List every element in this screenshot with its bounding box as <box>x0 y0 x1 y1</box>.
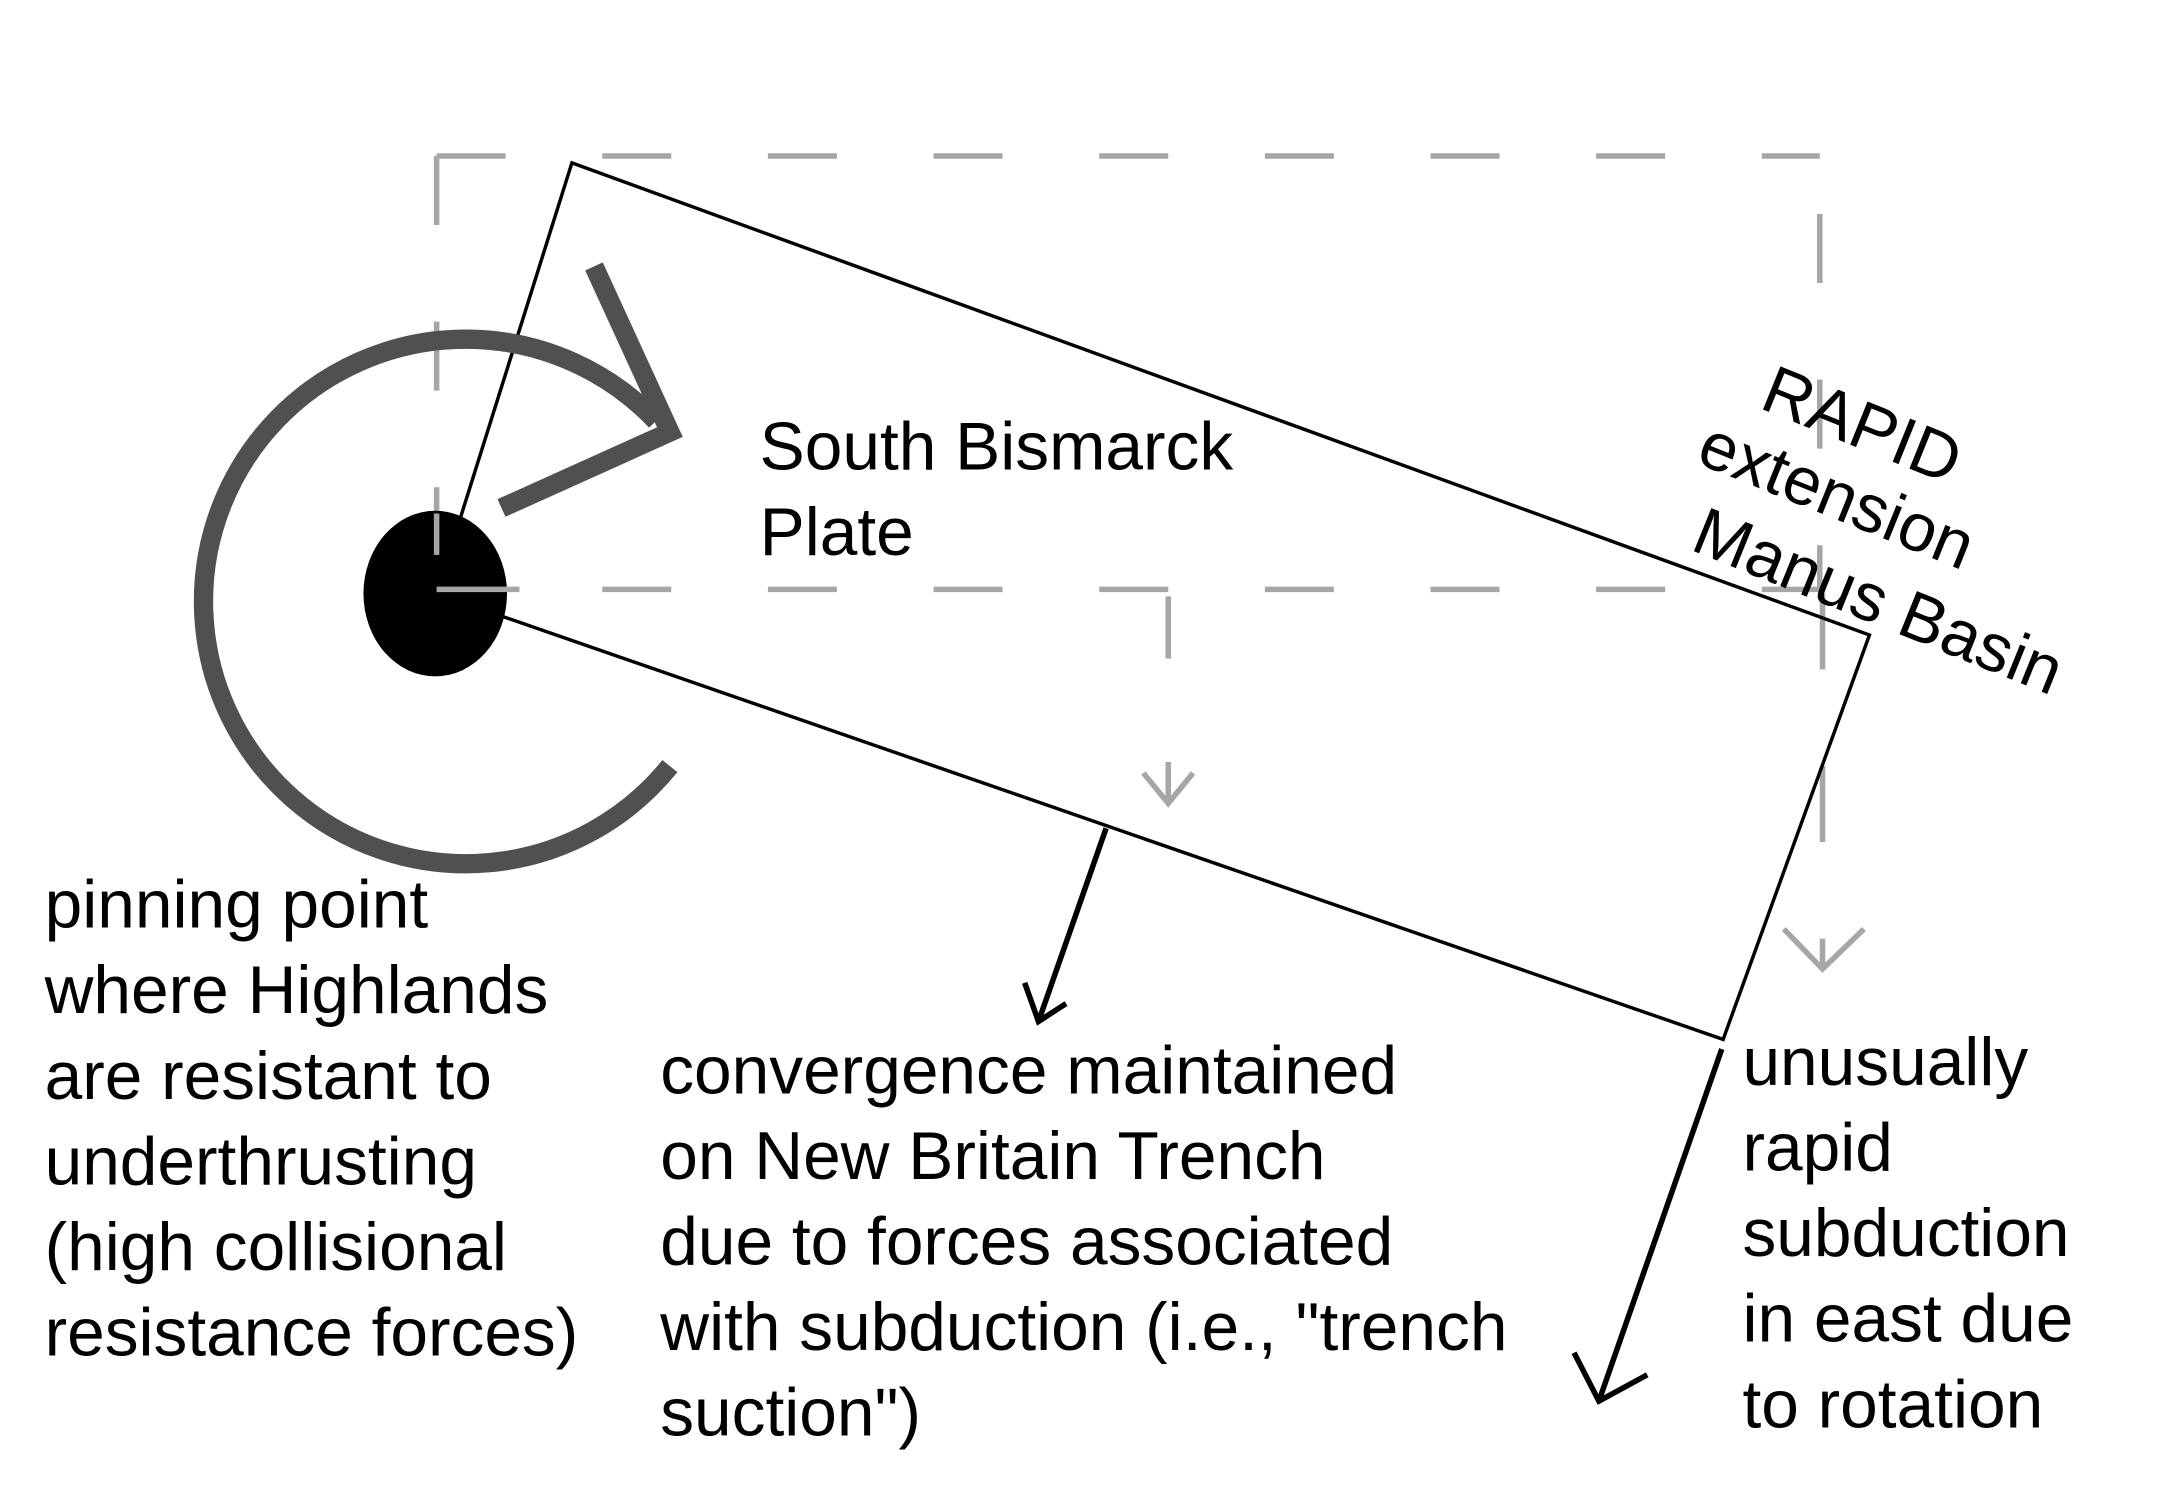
rapid-subduction-arrow <box>1571 1048 1725 1405</box>
convergence-label: convergence maintained on New Britain Tr… <box>659 1033 1526 1450</box>
rotation-arrowhead-icon <box>497 262 683 517</box>
svg-text:RAPID extension Ma: RAPID extension Manus Basin <box>1658 337 2133 709</box>
arrowhead-icon <box>1571 1351 1649 1405</box>
pinning-point-label: pinning point where Highlands are resist… <box>44 868 579 1371</box>
rapid-subduction-label: unusually rapid subduction in east due t… <box>1742 1025 2092 1442</box>
rotation-arrow <box>193 262 683 874</box>
pinning-point-marker <box>363 510 508 677</box>
arrowhead-icon <box>1781 927 1866 973</box>
arrowhead-icon <box>1022 981 1068 1026</box>
original-motion-arrow-east <box>1781 593 1866 973</box>
rotation-arc <box>193 329 678 874</box>
manus-basin-label: RAPID extension Manus Basin <box>1658 337 2133 710</box>
plate-label: South Bismarck Plate <box>760 409 1252 570</box>
south-bismarck-plate-outline <box>434 160 1872 1042</box>
arrowhead-icon <box>1141 771 1196 808</box>
original-motion-arrow-center <box>1141 596 1196 808</box>
trench-convergence-arrow <box>1022 827 1109 1026</box>
